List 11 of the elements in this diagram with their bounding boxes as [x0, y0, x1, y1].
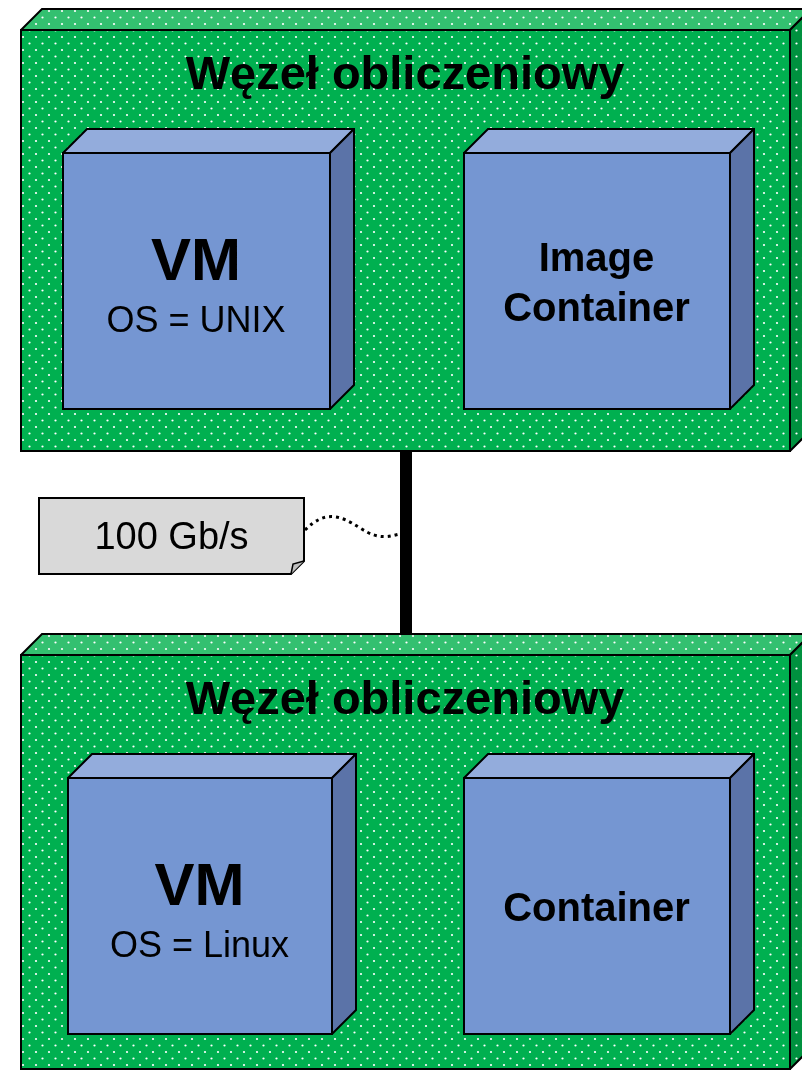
component-title: Container [502, 883, 691, 931]
component-title: Image Container [502, 233, 691, 331]
connection-line [400, 452, 412, 633]
node-title: Węzeł obliczeniowy [185, 670, 625, 726]
leader-line [304, 515, 401, 539]
component-title: VM [151, 224, 241, 295]
component-title: VM [154, 849, 245, 920]
component-subtitle: OS = UNIX [106, 297, 286, 342]
node-title: Węzeł obliczeniowy [185, 45, 625, 101]
component-subtitle: OS = Linux [109, 922, 290, 967]
note-text: 100 Gb/s [94, 513, 249, 559]
